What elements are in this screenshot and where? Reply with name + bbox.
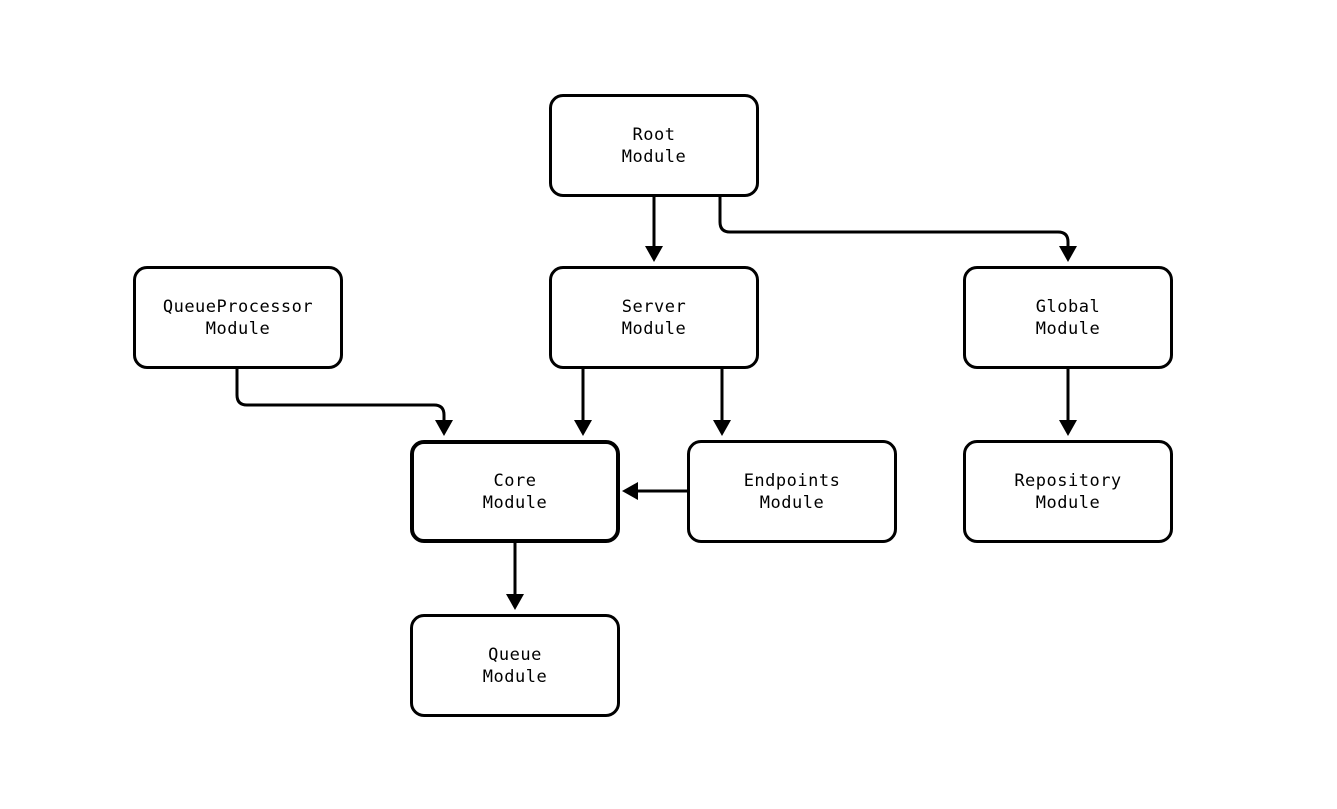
node-label-suffix: Module [759, 492, 825, 513]
node-label-name: Server [621, 296, 687, 317]
node-label-suffix: Module [482, 666, 548, 687]
node-label-name: QueueProcessor [162, 296, 314, 317]
node-label-suffix: Module [621, 318, 687, 339]
node-label-suffix: Module [205, 318, 271, 339]
edge-root-to-global [718, 197, 1070, 252]
node-label-name: Repository [1014, 470, 1122, 491]
node-label-name: Global [1035, 296, 1101, 317]
arrowhead-icon-core-to-queue [506, 594, 524, 610]
node-label-name: Core [493, 470, 537, 491]
node-label-suffix: Module [1035, 318, 1101, 339]
node-label-name: Root [632, 124, 676, 145]
arrowhead-icon-server-to-core [574, 420, 592, 436]
node-label-suffix: Module [621, 146, 687, 167]
arrowhead-icon-server-to-endpoints [713, 420, 731, 436]
edge-queueprocessor-to-core [235, 369, 446, 426]
arrowhead-icon-queueprocessor-to-core [435, 420, 453, 436]
arrowhead-icon-endpoints-to-core [622, 482, 638, 500]
node-label-name: Endpoints [743, 470, 841, 491]
node-label-name: Queue [488, 644, 542, 665]
arrowhead-icon-global-to-repository [1059, 420, 1077, 436]
arrowhead-icon-root-to-server [645, 246, 663, 262]
node-label-suffix: Module [482, 492, 548, 513]
arrowhead-icon-root-to-global [1059, 246, 1077, 262]
node-label-suffix: Module [1035, 492, 1101, 513]
